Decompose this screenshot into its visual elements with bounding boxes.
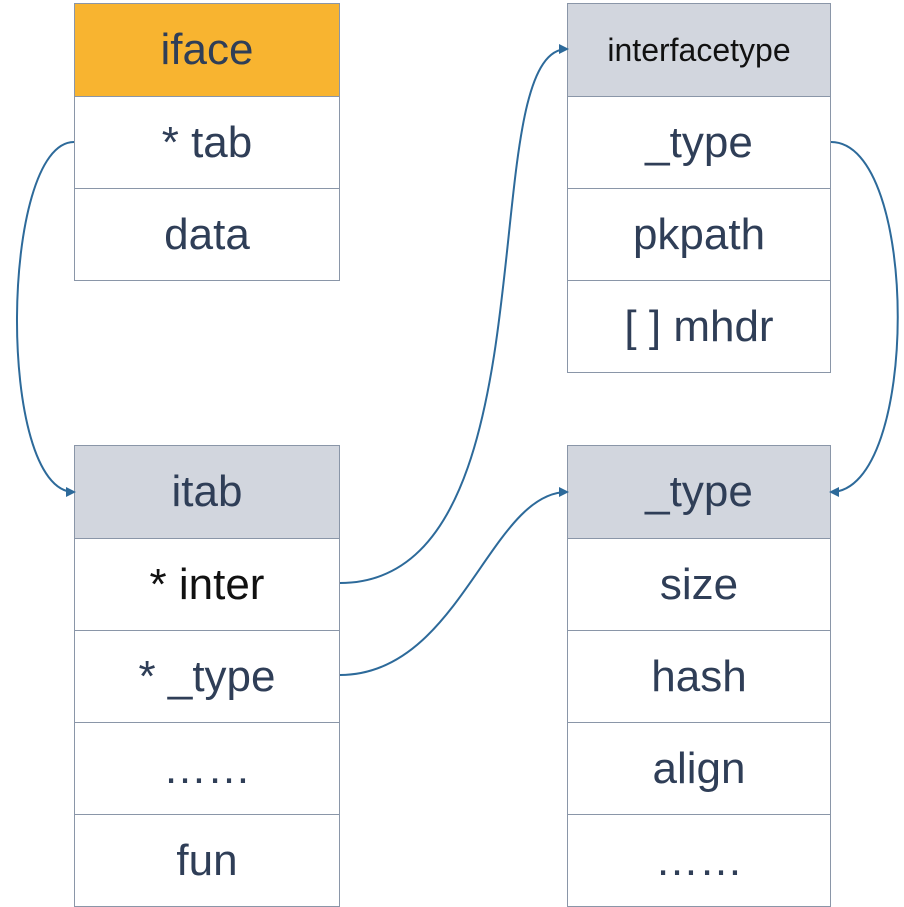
type-struct: _type size hash align …… bbox=[567, 445, 831, 907]
itab-field-fun: fun bbox=[75, 814, 339, 906]
iface-title: iface bbox=[75, 4, 339, 96]
interfacetype-field-pkpath: pkpath bbox=[568, 188, 830, 280]
itab-field-type: * _type bbox=[75, 630, 339, 722]
type-field-ellipsis: …… bbox=[568, 814, 830, 906]
iface-field-tab: * tab bbox=[75, 96, 339, 188]
type-title: _type bbox=[568, 446, 830, 538]
interfacetype-field-mhdr: [ ] mhdr bbox=[568, 280, 830, 372]
type-field-align: align bbox=[568, 722, 830, 814]
type-field-size: size bbox=[568, 538, 830, 630]
arrow-interfacetype-type-to-type bbox=[829, 141, 899, 497]
iface-struct: iface * tab data bbox=[74, 3, 340, 281]
itab-struct: itab * inter * _type …… fun bbox=[74, 445, 340, 907]
arrow-inter-to-interfacetype bbox=[339, 44, 569, 584]
itab-title: itab bbox=[75, 446, 339, 538]
interfacetype-title: interfacetype bbox=[568, 4, 830, 96]
itab-field-ellipsis: …… bbox=[75, 722, 339, 814]
arrow-tab-to-itab bbox=[16, 141, 76, 497]
arrow-itab-type-to-type bbox=[339, 487, 569, 676]
interfacetype-field-type: _type bbox=[568, 96, 830, 188]
iface-field-data: data bbox=[75, 188, 339, 280]
itab-field-inter: * inter bbox=[75, 538, 339, 630]
interfacetype-struct: interfacetype _type pkpath [ ] mhdr bbox=[567, 3, 831, 373]
type-field-hash: hash bbox=[568, 630, 830, 722]
